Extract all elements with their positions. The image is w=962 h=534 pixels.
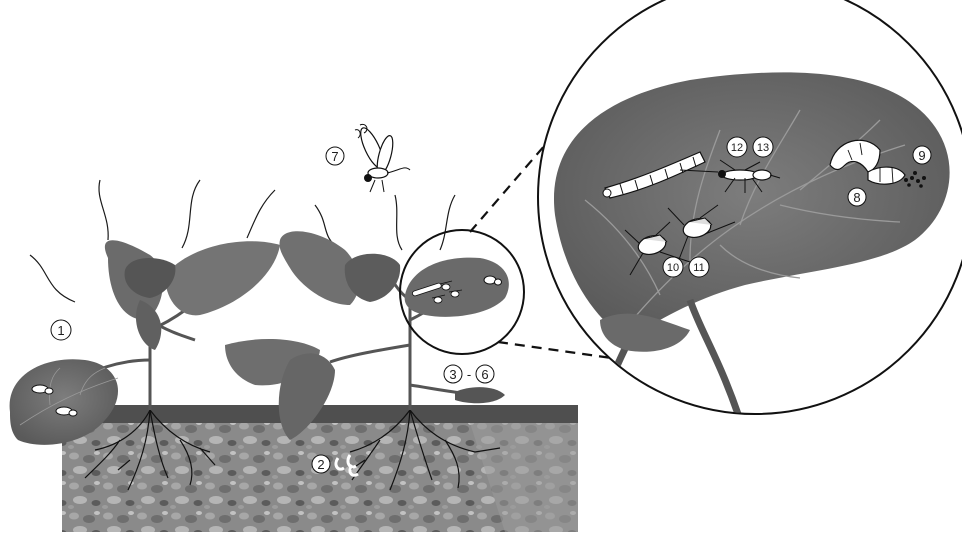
marker-2-label: 2: [317, 457, 324, 472]
marker-12-label: 12: [731, 142, 743, 154]
flying-wasp: [355, 124, 410, 192]
marker-9: 9: [913, 146, 931, 164]
marker-12: 12: [727, 137, 747, 157]
marker-11-label: 11: [693, 262, 704, 274]
marker-13: 13: [753, 137, 773, 157]
marker-7: 7: [326, 147, 344, 165]
left-plant-leaf-top-right: [165, 241, 280, 315]
marker-8-label: 8: [853, 190, 860, 205]
right-plant-leaf-lower-right: [455, 387, 505, 403]
marker-1: 1: [51, 320, 71, 340]
marker-9-label: 9: [918, 148, 925, 163]
marker-13-label: 13: [757, 142, 769, 154]
left-plant-leaf-mid: [136, 300, 161, 350]
marker-8: 8: [848, 188, 866, 206]
marker-dash: -: [467, 367, 471, 382]
marker-6-label: 6: [481, 367, 488, 382]
marker-7-label: 7: [331, 149, 338, 164]
marker-1-label: 1: [57, 323, 64, 338]
marker-11: 11: [689, 257, 709, 277]
marker-3-label: 3: [449, 367, 456, 382]
infested-leaf-small: [405, 258, 509, 317]
marker-3-6: 3 - 6: [444, 365, 494, 383]
marker-10-label: 10: [667, 262, 679, 274]
marker-2: 2: [312, 455, 330, 473]
marker-10: 10: [663, 257, 683, 277]
